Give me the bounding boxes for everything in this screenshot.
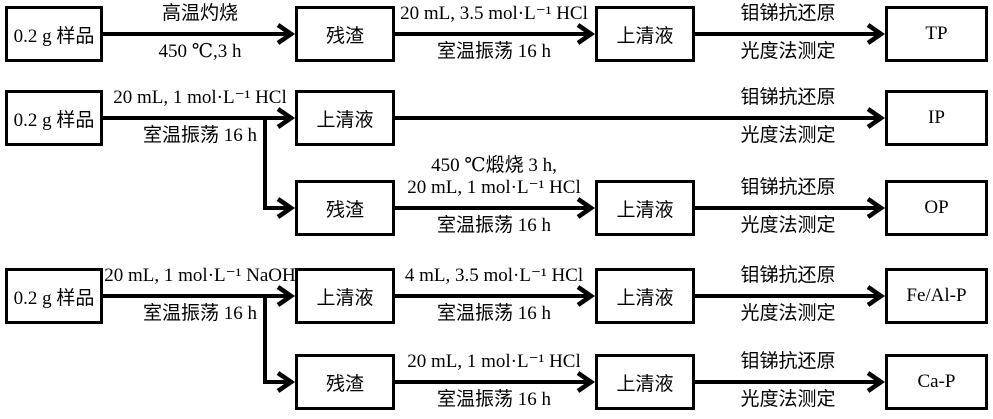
node-result-op: OP [885,180,988,236]
edge-label-row5-hcl-below: 室温振荡 16 h [436,389,552,410]
edge-label-row3-calcine-below: 室温振荡 16 h [436,215,552,236]
node-sample-row1: 0.2 g 样品 [5,6,103,62]
edge-label-row1-hcl-below: 室温振荡 16 h [436,41,552,62]
edge-label-row4-measure-below: 光度法测定 [740,303,836,324]
node-supernatant-row5: 上清液 [595,354,695,410]
edge-label-row2-measure-above: 钼锑抗还原 [740,87,836,108]
node-residue-row3: 残渣 [295,180,395,236]
node-result-ca-p: Ca-P [885,354,988,410]
branch-row4-to-row5-residue [263,296,296,393]
edge-label-row1-ignition-below: 450 ℃,3 h [158,41,242,62]
node-supernatant-row2: 上清液 [295,90,395,146]
edge-label-row1-hcl-above: 20 mL, 3.5 mol·L⁻¹ HCl [400,3,588,24]
edge-label-row5-hcl-above: 20 mL, 1 mol·L⁻¹ HCl [407,351,581,372]
node-residue-row1: 残渣 [295,6,395,62]
node-sample-row4: 0.2 g 样品 [5,268,103,324]
edge-label-row5-measure-below: 光度法测定 [740,389,836,410]
edge-label-row2-hcl-below: 室温振荡 16 h [142,125,258,146]
edge-label-row1-measure-below: 光度法测定 [740,41,836,62]
node-supernatant-row1: 上清液 [595,6,695,62]
node-result-ip: IP [885,90,988,146]
edge-label-row2-hcl-above: 20 mL, 1 mol·L⁻¹ HCl [113,87,287,108]
edge-label-row3-calcine-line2: 20 mL, 1 mol·L⁻¹ HCl [407,177,581,198]
edge-label-row4-naoh-below: 室温振荡 16 h [142,303,258,324]
node-supernatant-row4b: 上清液 [595,268,695,324]
edge-label-row4-hcl-above: 4 mL, 3.5 mol·L⁻¹ HCl [404,265,584,286]
edge-label-row4-hcl-below: 室温振荡 16 h [436,303,552,324]
edge-label-row3-calcine-line1: 450 ℃煅烧 3 h, [431,155,557,176]
node-result-fe-al-p: Fe/Al-P [885,268,988,324]
node-sample-row2: 0.2 g 样品 [5,90,103,146]
edge-label-row1-measure-above: 钼锑抗还原 [740,3,836,24]
node-supernatant-row4a: 上清液 [295,268,395,324]
edge-label-row3-measure-below: 光度法测定 [740,215,836,236]
edge-label-row2-measure-below: 光度法测定 [740,125,836,146]
edge-label-row3-measure-above: 钼锑抗还原 [740,177,836,198]
branch-row2-to-row3-residue [263,118,296,219]
edge-label-row5-measure-above: 钼锑抗还原 [740,351,836,372]
edge-label-row4-naoh-above: 20 mL, 1 mol·L⁻¹ NaOH [104,265,296,286]
edge-label-row1-ignition-above: 高温灼烧 [161,3,239,24]
node-supernatant-row3: 上清液 [595,180,695,236]
node-result-tp: TP [885,6,988,62]
edge-label-row4-measure-above: 钼锑抗还原 [740,265,836,286]
node-residue-row5: 残渣 [295,354,395,410]
